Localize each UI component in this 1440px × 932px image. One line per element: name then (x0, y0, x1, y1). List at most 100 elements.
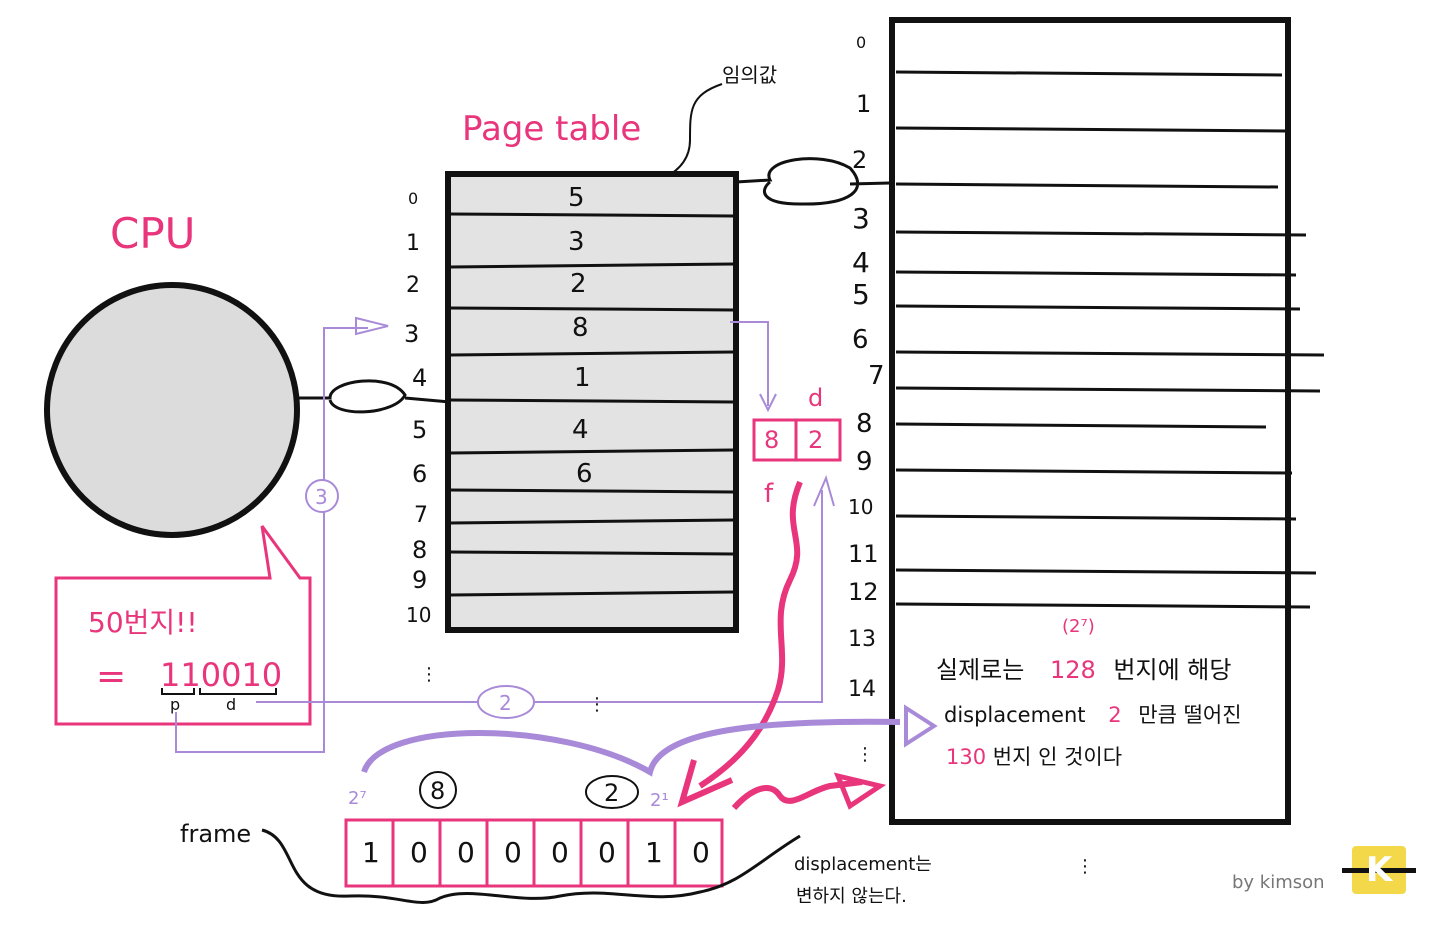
explanation-1a: 실제로는 (936, 656, 1024, 684)
callout-equals: = (96, 656, 126, 697)
frame-arc-arrowhead (904, 704, 938, 748)
mem-index: 1 (856, 90, 871, 118)
step3-circle (305, 479, 339, 513)
frame-label: frame (180, 820, 251, 848)
frame-lookup-arrowhead (759, 393, 777, 413)
frame-bit-cell (485, 818, 536, 888)
callout-bits: 110010 (160, 656, 282, 694)
logo-bar (1342, 868, 1416, 873)
pt-value: 6 (576, 459, 593, 489)
frame-note-line-1: displacement는 (794, 854, 932, 875)
frame-brace (261, 828, 801, 904)
mem-index: 8 (856, 409, 873, 439)
pt-value: 5 (568, 183, 585, 213)
explanation-2b: 만큼 떨어진 (1138, 703, 1241, 727)
step3-path (175, 327, 368, 753)
cpu-circle (44, 282, 300, 538)
frame-circle-right (585, 775, 639, 809)
explanation-line-2: displacement 2 만큼 떨어진 (944, 703, 1242, 727)
frame-bit: 0 (457, 836, 475, 869)
pt-index: 2 (406, 273, 420, 298)
explanation-line-3: 130 번지 인 것이다 (946, 745, 1122, 769)
memory-row-line (895, 422, 1267, 429)
pt-index: 9 (412, 566, 427, 594)
bits-to-memory-arrowhead (833, 772, 887, 810)
pt-index: 6 (412, 460, 427, 488)
memory-row-line (895, 126, 1287, 133)
memory-row-line (895, 70, 1283, 77)
mem-index: 14 (848, 677, 876, 702)
page-table-row-lines (449, 212, 735, 597)
step2-arrowhead (813, 475, 835, 507)
explanation-line-1: 실제로는 128 번지에 해당 (936, 656, 1231, 684)
frame-to-bits-arrowhead (677, 759, 734, 808)
cpu-label: CPU (110, 209, 195, 258)
page-table-row-line (449, 550, 735, 556)
kimson-logo: K (1342, 846, 1416, 894)
frame-exp-left: 2⁷ (348, 788, 367, 809)
memory-row-line (895, 568, 1317, 575)
step3-label: 3 (315, 485, 328, 509)
memory-row-line (895, 350, 1325, 357)
mem-index: 11 (848, 540, 879, 568)
explanation-2a: displacement (944, 703, 1086, 727)
explanation-3-num: 130 (946, 745, 986, 769)
pt-value: 8 (572, 313, 589, 343)
memory-row-line (895, 386, 1321, 393)
mem-index: 13 (848, 627, 876, 652)
pt-ellipsis-2: ⋮ (588, 694, 606, 715)
step2-path (256, 490, 823, 703)
pt-index: 0 (408, 189, 418, 208)
address-callout (54, 525, 312, 726)
pt-index: 5 (412, 416, 427, 444)
pt-index: 10 (406, 603, 431, 627)
frame-bit: 1 (645, 836, 663, 869)
frame-bit-values: 1 0 0 0 0 0 1 0 (362, 836, 710, 869)
mem-index: 9 (856, 447, 873, 477)
frame-bit-cell (344, 818, 395, 888)
cpu-to-table-connector (298, 379, 451, 414)
pt-value: 1 (574, 363, 591, 393)
memory-row-line (895, 182, 1279, 189)
frame-lookup-path (730, 321, 769, 406)
page-table-note: 임의값 (722, 63, 777, 87)
explanation-1b: 번지에 해당 (1113, 656, 1231, 684)
pt-index: 3 (404, 320, 419, 348)
page-table-row-line (449, 590, 735, 597)
frame-bit: 0 (504, 836, 522, 869)
frame-box-f-label: f (764, 479, 774, 509)
callout-line-1: 50번지!! (88, 606, 198, 639)
frame-bit-cell (438, 818, 489, 888)
frame-bit-cell (626, 818, 677, 888)
pt-ellipsis: ⋮ (420, 664, 438, 685)
page-table-row-line (449, 212, 735, 218)
frame-arc (361, 718, 901, 777)
frame-bit: 1 (362, 836, 380, 869)
callout-p-brace (161, 688, 277, 695)
explanation-1-num: 128 (1050, 656, 1096, 684)
physical-memory-box (889, 17, 1291, 825)
memory-row-line (895, 230, 1307, 237)
memory-row-line (895, 270, 1297, 277)
page-table-row-line (449, 448, 735, 455)
page-table-row-line (449, 306, 735, 312)
frame-bit-cell (673, 818, 724, 888)
mem-ellipsis-2: ⋮ (1076, 856, 1094, 877)
power-note: (2⁷) (1062, 616, 1095, 637)
step3-arrowhead (355, 316, 389, 336)
logo-letter: K (1365, 850, 1393, 890)
step2-ellipse (477, 685, 535, 719)
frame-box-f-value: 8 (764, 426, 779, 454)
mem-ellipsis: ⋮ (856, 744, 874, 765)
frame-bit: 0 (692, 836, 710, 869)
frame-circle-left-label: 8 (430, 777, 445, 805)
memory-indices: 0 1 2 3 4 5 6 7 8 9 10 11 12 13 14 (848, 33, 885, 702)
pt-value: 3 (568, 227, 585, 257)
callout-d-label: d (226, 695, 236, 714)
page-table-row-line (449, 518, 735, 525)
mem-index: 5 (852, 278, 870, 311)
memory-row-lines (895, 70, 1325, 609)
frame-note-line-2: 변하지 않는다. (796, 886, 907, 907)
page-table-row-line (449, 350, 735, 357)
